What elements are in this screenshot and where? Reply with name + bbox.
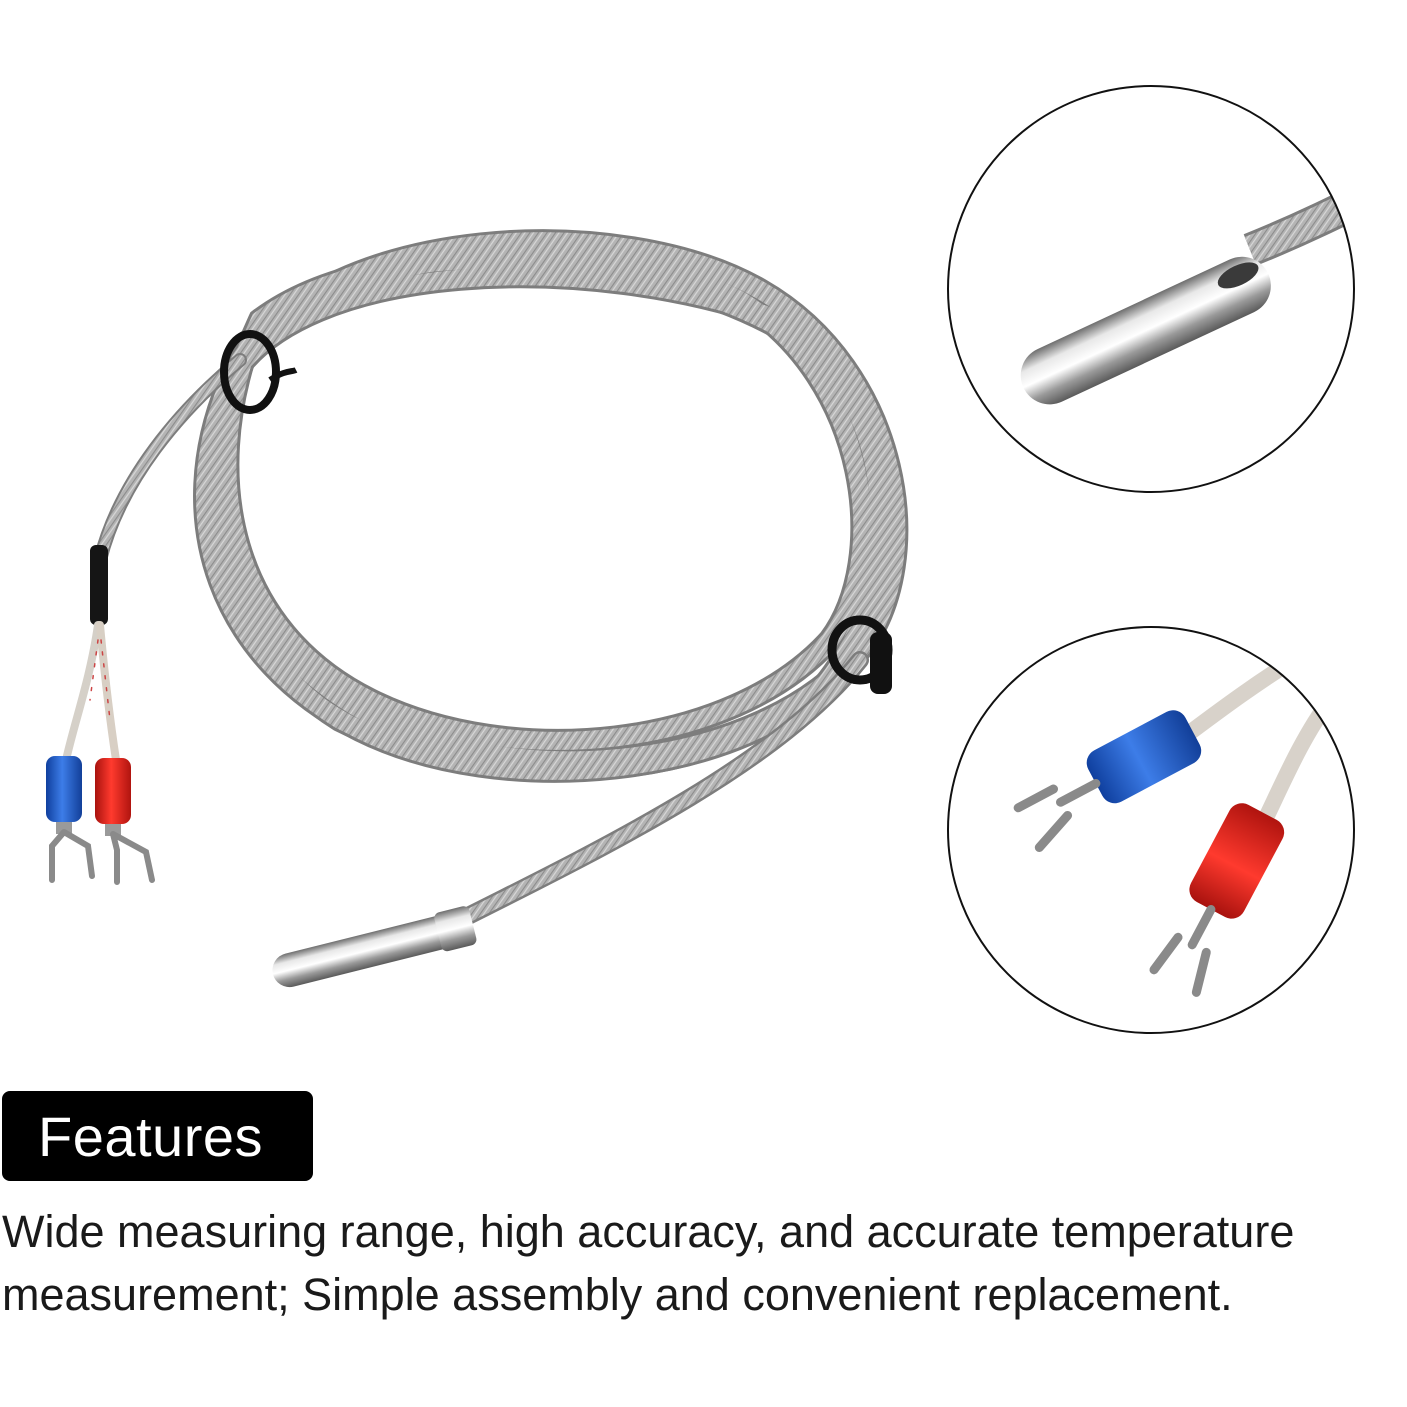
description-line-2: measurement; Simple assembly and conveni… xyxy=(2,1269,1233,1320)
blue-spade-terminal xyxy=(46,756,95,883)
features-description: Wide measuring range, high accuracy, and… xyxy=(2,1200,1407,1326)
steel-probe xyxy=(272,906,477,988)
red-spade-terminal xyxy=(95,758,155,885)
features-heading: Features xyxy=(38,1104,263,1168)
features-badge: Features xyxy=(2,1091,313,1181)
cable-tie-top xyxy=(220,330,298,414)
cable-coil xyxy=(93,229,909,929)
product-photo xyxy=(46,85,1355,1034)
detail-terminals xyxy=(947,626,1355,1034)
lead-wires xyxy=(62,621,120,764)
heat-shrink-sleeve xyxy=(90,545,108,625)
detail-probe-tip xyxy=(947,85,1355,493)
description-line-1: Wide measuring range, high accuracy, and… xyxy=(2,1206,1295,1257)
cable-tie-bottom xyxy=(827,615,893,694)
